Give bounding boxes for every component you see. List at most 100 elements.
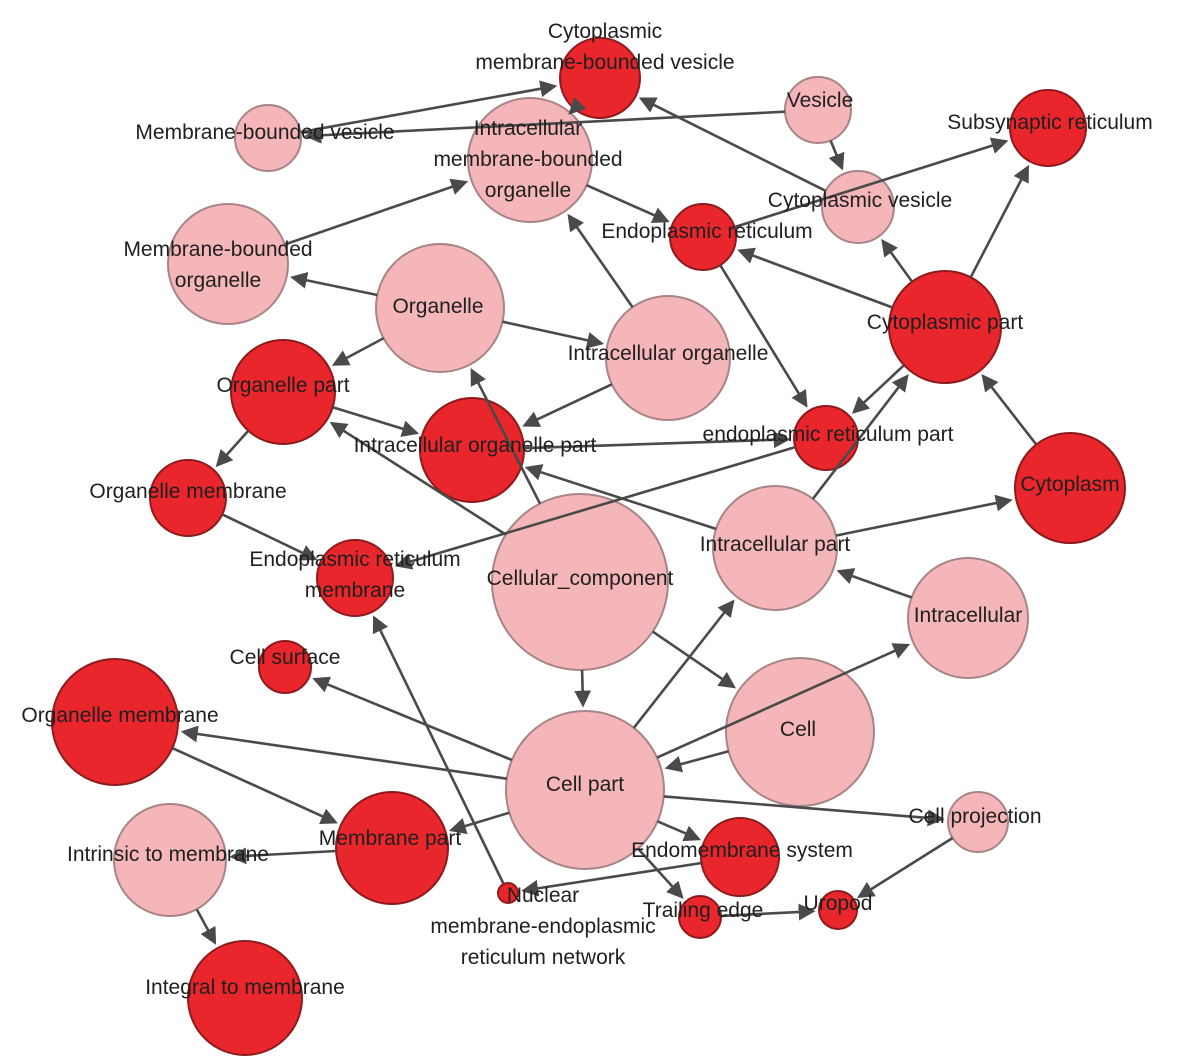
edge-cellcomp-to-organelle (470, 368, 542, 505)
edge-mbv-to-cmbv (300, 80, 558, 134)
node-organelle[interactable] (375, 243, 505, 373)
edge-cellpart-to-cellproj (663, 795, 945, 827)
node-label-cell: Cell (780, 718, 816, 741)
edge-cytoplasm-to-cytpart (981, 373, 1038, 446)
node-trailing[interactable] (678, 895, 722, 939)
node-intrinsic[interactable] (113, 803, 227, 917)
edge-mbo-to-imbo (284, 178, 469, 246)
node-label-intracellular: Intracellular (914, 604, 1023, 627)
node-intorg[interactable] (605, 295, 731, 421)
node-cytpart[interactable] (888, 270, 1002, 384)
node-label-integral: Integral to membrane (145, 976, 345, 999)
node-label-cytvesicle: Cytoplasmic vesicle (768, 189, 952, 212)
node-label-organelle: Organelle (392, 295, 483, 318)
edge-orgpart-to-intorgpart (332, 406, 420, 437)
node-label-subsyn: Subsynaptic reticulum (947, 111, 1152, 134)
edge-erpart-to-ermem (394, 445, 796, 570)
nodes-layer (51, 37, 1126, 1056)
node-cellsurf[interactable] (258, 640, 312, 694)
edge-intorg-to-imbo (567, 213, 634, 308)
edge-cellpart-to-trailing (637, 847, 684, 899)
edge-intrinsic-to-integral (195, 908, 217, 945)
node-label-cytoplasm: Cytoplasm (1020, 473, 1119, 496)
edge-nuclearnet-to-ermem (372, 615, 505, 885)
node-intracellular[interactable] (907, 557, 1029, 679)
node-label-intpart: Intracellular part (700, 533, 851, 556)
node-cytoplasm[interactable] (1014, 432, 1126, 544)
edge-cellpart-to-endomem (656, 820, 702, 842)
node-uropod[interactable] (818, 890, 858, 930)
node-vesicle[interactable] (784, 76, 852, 144)
edge-intpart-to-cytoplasm (835, 494, 1013, 537)
node-label-cellcomp: Cellular_component (487, 567, 674, 590)
node-er[interactable] (669, 203, 737, 271)
node-cellpart[interactable] (505, 710, 665, 870)
node-label-intorgpart: Intracellular organelle part (354, 434, 597, 457)
edge-cytpart-to-subsyn (969, 164, 1029, 278)
node-cellproj[interactable] (947, 791, 1009, 853)
edge-cytpart-to-cytvesicle (881, 238, 914, 283)
node-mbv[interactable] (234, 104, 302, 172)
node-label-trailing: Trailing edge (643, 899, 764, 922)
edge-intracellular-to-intpart (836, 568, 913, 599)
edge-cytvesicle-to-cmbv (638, 97, 827, 193)
edge-orgpart-to-orgmem1 (215, 429, 250, 468)
edge-cellpart-to-intpart (632, 599, 735, 729)
edge-er-to-subsyn (734, 137, 1009, 229)
edge-intorg-to-intorgpart (522, 383, 613, 427)
edge-cellcomp-to-orgpart (329, 421, 507, 536)
edge-intorgpart-to-erpart (523, 431, 791, 450)
node-subsyn[interactable] (1009, 89, 1087, 167)
edge-membranepart-to-intrinsic (229, 847, 337, 865)
node-nuclearnet[interactable] (497, 882, 519, 904)
node-cellcomp[interactable] (491, 493, 669, 671)
edge-imbo-to-er (586, 184, 670, 223)
node-endomem[interactable] (700, 817, 780, 897)
edge-organelle-to-orgpart (331, 337, 385, 366)
node-cytvesicle[interactable] (821, 170, 895, 244)
edge-cellcomp-to-cellpart (574, 669, 592, 708)
node-imbo[interactable] (467, 97, 593, 223)
node-membranepart[interactable] (335, 791, 449, 905)
node-label-cytpart: Cytoplasmic part (867, 311, 1024, 334)
node-label-er: Endoplasmic reticulum (601, 220, 812, 243)
node-cmbv[interactable] (559, 37, 641, 119)
node-orgmem2[interactable] (51, 658, 179, 786)
node-label-erpart: endoplasmic reticulum part (703, 423, 954, 446)
edge-cytpart-to-er (737, 247, 893, 309)
edges-layer (171, 80, 1038, 945)
edge-intpart-to-cytpart (811, 374, 909, 500)
node-label-vesicle: Vesicle (787, 89, 854, 112)
edge-trailing-to-uropod (720, 903, 816, 921)
node-label-endomem: Endomembrane system (631, 839, 853, 862)
edge-organelle-to-intorg (502, 320, 605, 349)
edge-cytpart-to-erpart (851, 364, 905, 414)
node-cell[interactable] (725, 657, 875, 807)
node-orgpart[interactable] (230, 339, 336, 445)
node-ermem[interactable] (316, 539, 394, 617)
edge-cellpart-to-orgmem2 (180, 725, 507, 780)
node-label-orgmem2: Organelle membrane (21, 704, 218, 727)
node-label-intorg: Intracellular organelle (568, 342, 769, 365)
edge-cellpart-to-membranepart (448, 811, 510, 835)
node-label-uropod: Uropod (804, 892, 873, 915)
node-label-mbv: Membrane-bounded vesicle (135, 121, 394, 144)
node-mbo[interactable] (167, 203, 289, 325)
node-orgmem1[interactable] (149, 459, 227, 537)
node-label-intrinsic: Intrinsic to membrane (67, 843, 269, 866)
node-intpart[interactable] (712, 485, 838, 611)
edge-orgmem1-to-ermem (221, 513, 318, 561)
edge-vesicle-to-mbv (304, 110, 786, 144)
edge-cell-to-cellpart (664, 750, 729, 773)
node-integral[interactable] (187, 940, 303, 1056)
edge-endomem-to-nuclearnet (521, 861, 702, 897)
node-label-orgpart: Organelle part (216, 374, 349, 397)
